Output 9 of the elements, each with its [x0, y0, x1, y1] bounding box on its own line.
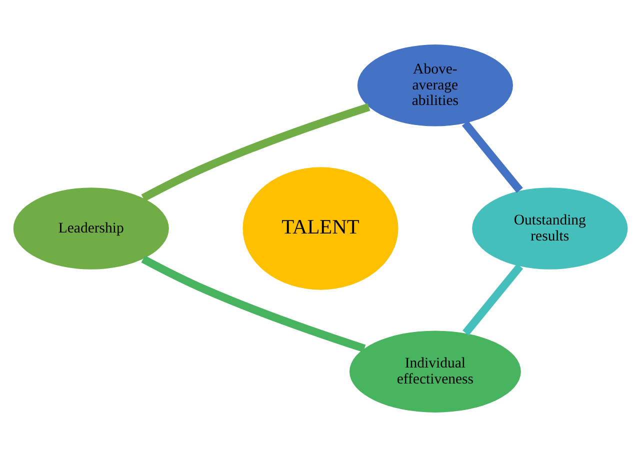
connector — [462, 264, 524, 336]
node-ellipse: TALENT — [242, 167, 398, 290]
connector — [141, 255, 366, 352]
node-ellipse: Outstanding results — [472, 188, 628, 270]
connector — [141, 103, 370, 202]
node-ellipse: Above-average abilities — [357, 44, 513, 126]
connector — [462, 120, 523, 193]
node-ellipse: Leadership — [13, 188, 169, 270]
node-ellipse: Individual effectiveness — [349, 330, 521, 412]
